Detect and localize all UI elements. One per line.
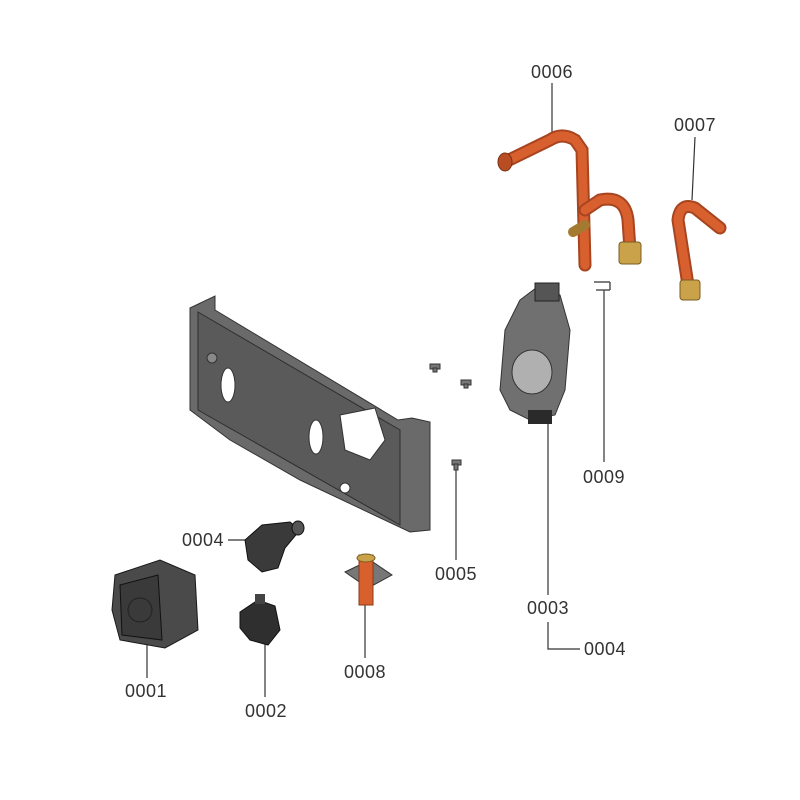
part-label-0006: 0006 — [531, 62, 574, 82]
brass-fitting-0007 — [679, 279, 701, 301]
part-label-0004-right: 0004 — [584, 639, 627, 659]
pipe-end — [497, 152, 513, 172]
clip-0009 — [594, 281, 611, 291]
pump-motor-0001 — [111, 559, 199, 649]
leader-0007 — [691, 136, 696, 201]
part-label-0003: 0003 — [527, 598, 570, 618]
valve-0004 — [244, 520, 305, 573]
brass-fitting — [618, 241, 642, 265]
screws-0005 — [429, 363, 472, 471]
leader-0004-right — [547, 622, 580, 650]
connector-0008 — [344, 553, 393, 606]
pump-housing-0003 — [499, 282, 571, 424]
pipe-0006 — [498, 129, 637, 272]
mounting-frame — [189, 295, 431, 533]
part-label-0002: 0002 — [245, 701, 288, 721]
part-label-0005: 0005 — [435, 564, 478, 584]
pipe-0007 — [671, 200, 727, 292]
leader-lines — [146, 83, 696, 697]
part-label-0001: 0001 — [125, 681, 168, 701]
part-label-0009: 0009 — [583, 467, 626, 487]
part-label-0008: 0008 — [344, 662, 387, 682]
part-label-0004-left: 0004 — [182, 530, 225, 550]
part-label-0007: 0007 — [674, 115, 717, 135]
sensor-0002 — [239, 594, 281, 646]
